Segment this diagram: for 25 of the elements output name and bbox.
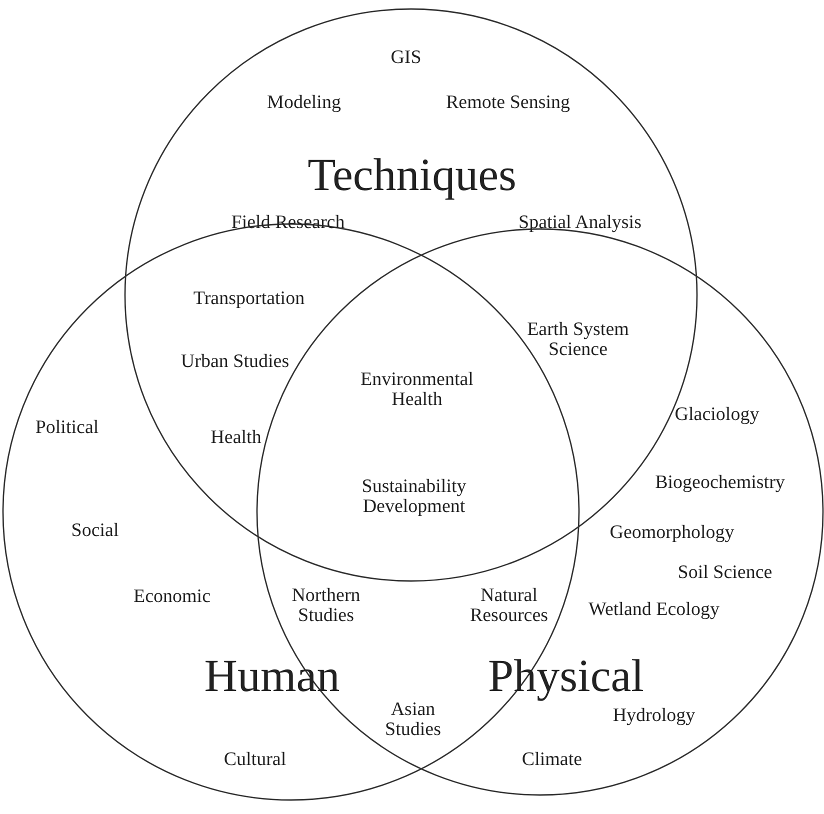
topic-label: Political — [35, 418, 99, 438]
topic-label: Glaciology — [674, 405, 760, 425]
circle-heading: Techniques — [308, 152, 516, 198]
topic-label: Climate — [522, 750, 582, 770]
topic-label: Soil Science — [678, 563, 772, 583]
topic-label: Health — [210, 428, 262, 448]
topic-label: Modeling — [267, 93, 341, 113]
topic-label: Economic — [133, 587, 211, 607]
topic-label: Hydrology — [612, 706, 696, 726]
topic-label: Spatial Analysis — [518, 213, 642, 233]
topic-label: Urban Studies — [180, 352, 290, 372]
topic-label: Asian Studies — [384, 700, 442, 740]
topic-label: Northern Studies — [290, 586, 362, 626]
topic-label: Sustainability Development — [360, 477, 468, 517]
topic-label: Natural Resources — [468, 586, 550, 626]
topic-label: Environmental Health — [360, 370, 474, 410]
topic-label: Earth System Science — [526, 320, 630, 360]
topic-label: Transportation — [193, 289, 305, 309]
topic-label: Geomorphology — [610, 523, 734, 543]
topic-label: Wetland Ecology — [588, 600, 720, 620]
topic-label: Remote Sensing — [446, 93, 570, 113]
topic-label: Biogeochemistry — [655, 473, 785, 493]
topic-label: GIS — [390, 48, 422, 68]
topic-label: Social — [71, 521, 119, 541]
topic-label: Cultural — [224, 750, 286, 770]
